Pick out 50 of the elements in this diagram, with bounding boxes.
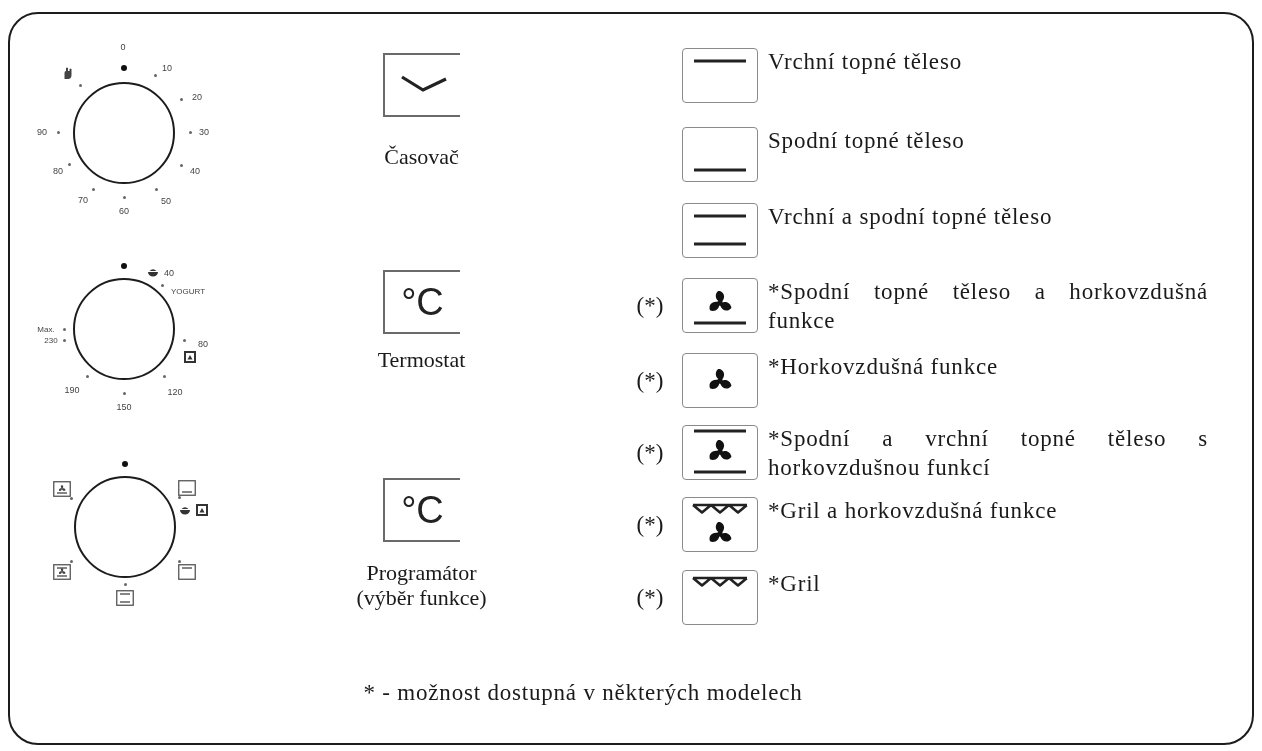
mode-description: Spodní topné těleso: [768, 127, 966, 155]
dial-knob: [73, 82, 175, 184]
symbol-box: [383, 478, 460, 542]
optional-mark: (*): [635, 439, 665, 467]
scale-label: 10: [162, 63, 172, 73]
scale-label: 40: [190, 166, 200, 176]
optional-mark: (*): [635, 511, 665, 539]
mode-description: *Spodní topné těleso a horkovzdušná funkce: [768, 278, 1208, 335]
scale-label: Max.: [37, 326, 55, 334]
mode-symbol-box: [682, 127, 758, 182]
mode-description: *Gril a horkovzdušná funkce: [768, 497, 1059, 525]
dial-knob: [74, 476, 176, 578]
optional-mark: (*): [635, 584, 665, 612]
mode-description: Vrchní topné těleso: [768, 48, 963, 76]
footnote-text: * - možnost dostupná v některých modelech: [362, 679, 804, 707]
control-caption: Časovač: [383, 144, 460, 169]
scale-label: 40: [164, 268, 174, 278]
optional-mark: (*): [635, 367, 665, 395]
mode-symbol-box: [682, 570, 758, 625]
symbol-box: [383, 53, 460, 117]
control-caption: Termostat: [376, 347, 467, 372]
mode-description: *Horkovzdušná funkce: [768, 353, 999, 381]
mode-description: *Spodní a vrchní topné těleso s horkovzdušnou funkcí: [768, 425, 1208, 482]
scale-label: 0: [120, 42, 126, 52]
mode-symbol-box: [682, 278, 758, 333]
mode-description: Vrchní a spodní topné těleso: [768, 203, 1054, 231]
scale-label: 30: [199, 127, 209, 137]
scale-label: 190: [64, 385, 80, 395]
optional-mark: (*): [635, 292, 665, 320]
scale-label: 80: [198, 339, 208, 349]
mode-symbol-box: [682, 203, 758, 258]
scale-label: 120: [167, 387, 183, 397]
unit-symbol: °C: [401, 283, 444, 321]
control-caption: Programátor (výběr funkce): [355, 560, 488, 610]
scale-label: 80: [53, 166, 63, 176]
scale-label: 230: [44, 337, 58, 345]
scale-label: 60: [119, 206, 129, 216]
scale-label: YOGURT: [170, 288, 206, 296]
symbol-box: [383, 270, 460, 334]
mode-description: *Gril: [768, 570, 822, 598]
mode-symbol-box: [682, 48, 758, 103]
scale-label: 50: [161, 196, 171, 206]
scale-label: 70: [78, 195, 88, 205]
scale-label: 90: [37, 127, 47, 137]
mode-symbol-box: [682, 425, 758, 480]
scale-label: 150: [116, 402, 132, 412]
mode-symbol-box: [682, 497, 758, 552]
scale-label: 20: [192, 92, 202, 102]
unit-symbol: °C: [401, 491, 444, 529]
mode-symbol-box: [682, 353, 758, 408]
